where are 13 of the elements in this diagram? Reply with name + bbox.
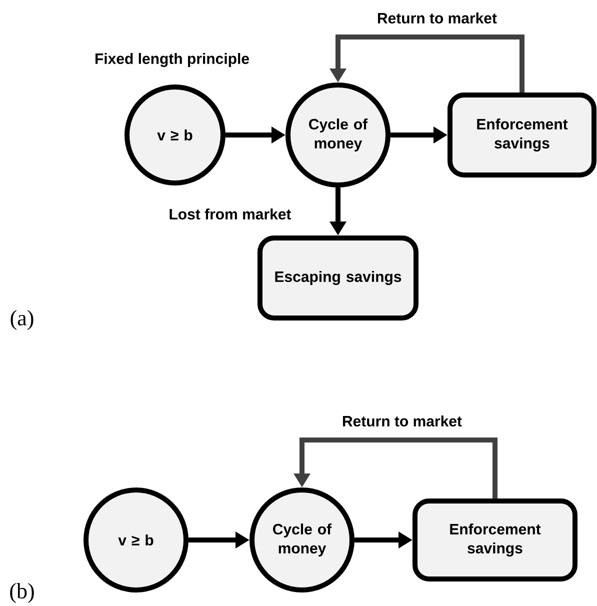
circle-node: v ≥ b bbox=[124, 84, 226, 186]
edge-label: Lost from market bbox=[170, 208, 292, 220]
rounded-box: Enforcement savings bbox=[412, 498, 578, 582]
edge-label: Return to market bbox=[343, 416, 462, 426]
annotation-label: Fixed length principle bbox=[96, 52, 249, 68]
edge-label: Return to market bbox=[378, 12, 497, 24]
rounded-box: Enforcement savings bbox=[448, 92, 596, 178]
circle-node: v ≥ b bbox=[84, 488, 188, 592]
panel-label: (b) bbox=[10, 583, 34, 603]
rounded-box: Escaping savings bbox=[258, 236, 418, 320]
circle-node: Cycle of money bbox=[250, 488, 354, 592]
circle-node: Cycle of money bbox=[286, 82, 390, 188]
panel-label: (a) bbox=[10, 310, 34, 330]
